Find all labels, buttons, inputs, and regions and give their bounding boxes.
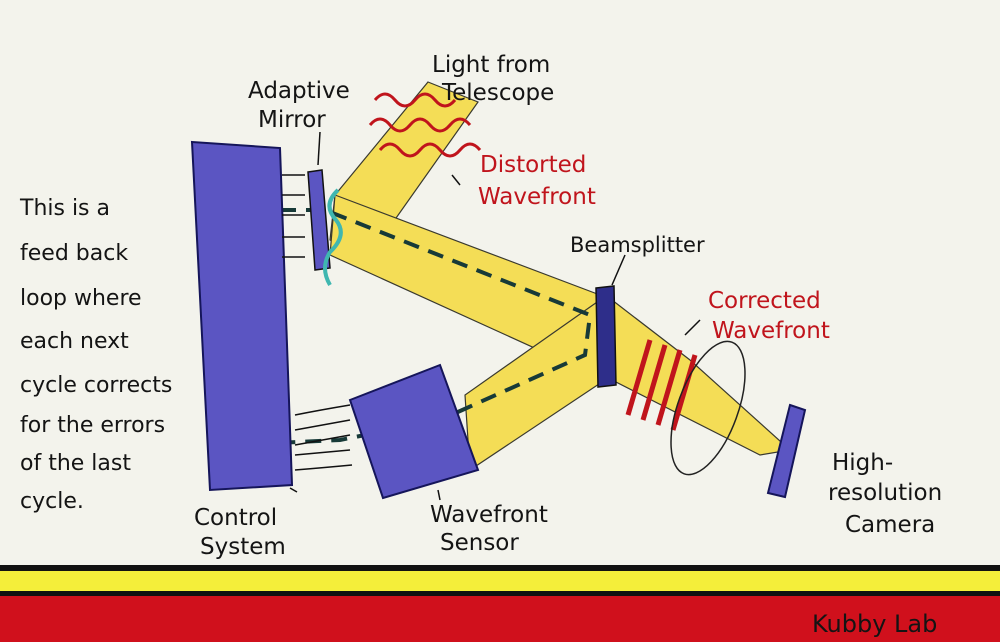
feedback-note: This is a feed back loop where each next…	[19, 196, 179, 514]
mirror-surface-icon	[323, 188, 343, 287]
adaptive-mirror-label: Adaptive Mirror	[248, 78, 357, 133]
light-from-telescope-label: Light from Telescope	[432, 52, 558, 106]
kubby-lab-signature: Kubby Lab	[812, 610, 937, 638]
light-beams	[329, 81, 792, 472]
adaptive-mirror	[307, 169, 331, 271]
lens	[670, 340, 746, 476]
corrected-wavefront-icon	[625, 339, 698, 431]
beamsplitter	[595, 285, 617, 388]
label-pointers	[289, 131, 701, 501]
sensor-to-control-arrows	[294, 404, 353, 471]
camera-label: High- resolution Camera	[828, 450, 950, 538]
feedback-path	[228, 208, 593, 448]
corrected-wavefront-label: Corrected Wavefront	[708, 288, 830, 344]
control-system-label: Control System	[194, 505, 286, 560]
control-to-mirror-arrows	[282, 174, 305, 258]
wavefront-sensor-label: Wavefront Sensor	[430, 502, 555, 556]
beamsplitter-label: Beamsplitter	[570, 233, 705, 257]
distorted-wavefront-icon	[368, 92, 482, 158]
high-resolution-camera	[766, 403, 807, 499]
distorted-wavefront-label: Distorted Wavefront	[478, 152, 596, 210]
control-system-box	[190, 140, 294, 492]
wavefront-sensor	[348, 363, 480, 500]
footer-stripes	[0, 565, 1000, 642]
